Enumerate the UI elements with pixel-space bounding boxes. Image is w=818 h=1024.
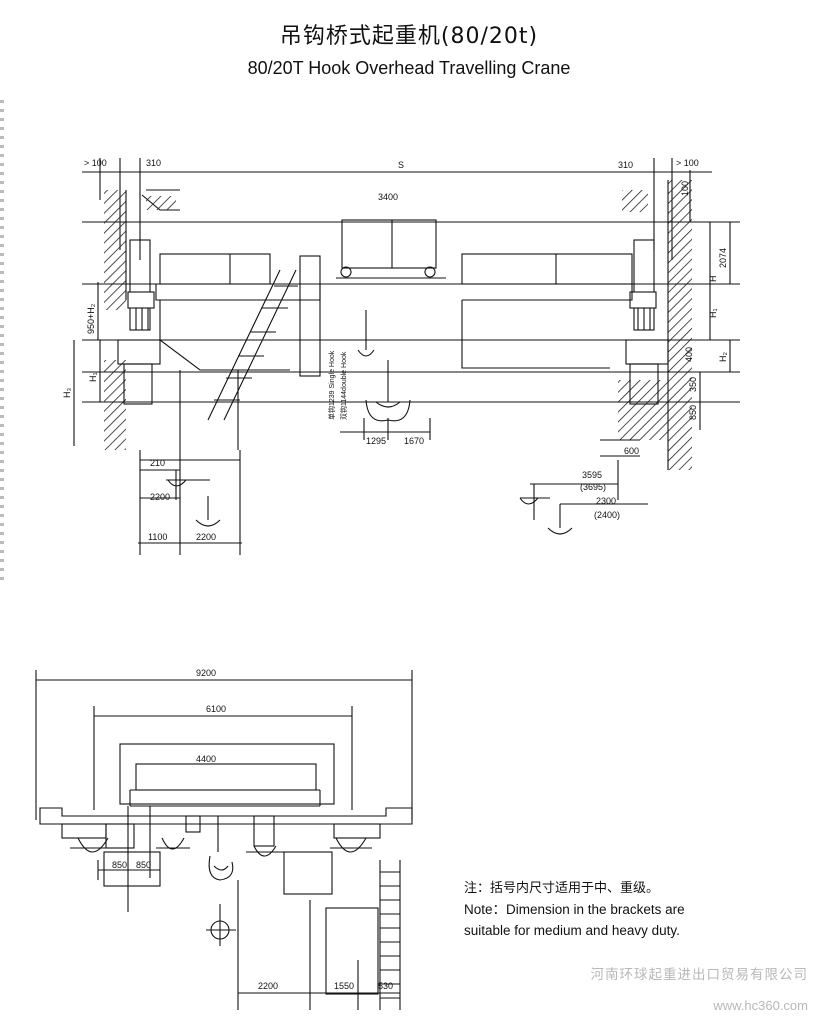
dim-100-vert: 100 [680, 181, 690, 196]
dim-3595: 3595 [582, 470, 602, 480]
dim-9200: 9200 [196, 668, 216, 678]
right-wall [618, 180, 692, 470]
dim-850-a: 850 [112, 860, 127, 870]
dim-2200-left-b: 2200 [196, 532, 216, 542]
company-watermark: 河南环球起重进出口贸易有限公司 [590, 967, 808, 983]
note-english-line2: suitable for medium and heavy duty. [464, 923, 680, 938]
dim-2074: 2074 [718, 248, 728, 268]
duty-note: 注：括号内尺寸适用于中、重级。 Note：Dimension in the br… [464, 878, 754, 941]
note-chinese: 注：括号内尺寸适用于中、重级。 [464, 881, 660, 896]
dim-3400: 3400 [378, 192, 398, 202]
dim-310-right: 310 [618, 160, 633, 170]
dim-span: S [398, 160, 404, 170]
dim-gt100-left: > 100 [84, 158, 107, 168]
dim-H1: H₁ [708, 308, 718, 318]
dim-1550: 1550 [334, 981, 354, 991]
elevation-view [73, 158, 740, 555]
site-watermark: www.hc360.com [713, 998, 808, 1013]
dim-1100: 1100 [148, 532, 167, 542]
elevation-labels: > 100 310 S 310 > 100 3400 100 2074 H H₁… [62, 158, 728, 542]
dim-6100: 6100 [206, 704, 226, 714]
dim-600: 600 [624, 446, 639, 456]
dim-4400: 4400 [196, 754, 216, 764]
dim-H1-left: H₁ [88, 372, 98, 382]
dim-H2-right: H₂ [718, 352, 728, 362]
dim-H: H [708, 276, 718, 283]
dim-350: 350 [688, 377, 698, 392]
dim-530: 530 [378, 981, 393, 991]
dim-2300: 2300 [596, 496, 616, 506]
dim-2200-left: 2200 [150, 492, 170, 502]
left-wall [104, 189, 180, 450]
note-english-line1: Note：Dimension in the brackets are [464, 902, 685, 917]
dim-850-right: 850 [688, 405, 698, 420]
dim-850-b: 850 [136, 860, 151, 870]
hook-note-single: 单钩1239 Single Hook [327, 350, 336, 420]
dim-3695: (3695) [580, 482, 606, 492]
dim-gt100-right: > 100 [676, 158, 699, 168]
title-english: 80/20T Hook Overhead Travelling Crane [247, 58, 571, 78]
hook-note-double: 双钩1144double Hook [339, 351, 348, 420]
dim-400: 400 [684, 347, 694, 362]
scan-edge-mark [0, 100, 4, 580]
dim-1295: 1295 [366, 436, 386, 446]
title-chinese: 吊钩桥式起重机(80/20t) [279, 24, 539, 49]
dim-950-H2: 950+H₂ [86, 303, 96, 334]
dim-2400: (2400) [594, 510, 620, 520]
dim-2200: 2200 [258, 981, 278, 991]
dim-H3: H₃ [62, 388, 72, 398]
dim-1670: 1670 [404, 436, 424, 446]
plan-view [35, 670, 413, 1010]
plan-labels: 9200 6100 4400 850 850 2200 1550 530 [112, 668, 393, 991]
dim-210: 210 [150, 458, 165, 468]
dim-310-left: 310 [146, 158, 161, 168]
